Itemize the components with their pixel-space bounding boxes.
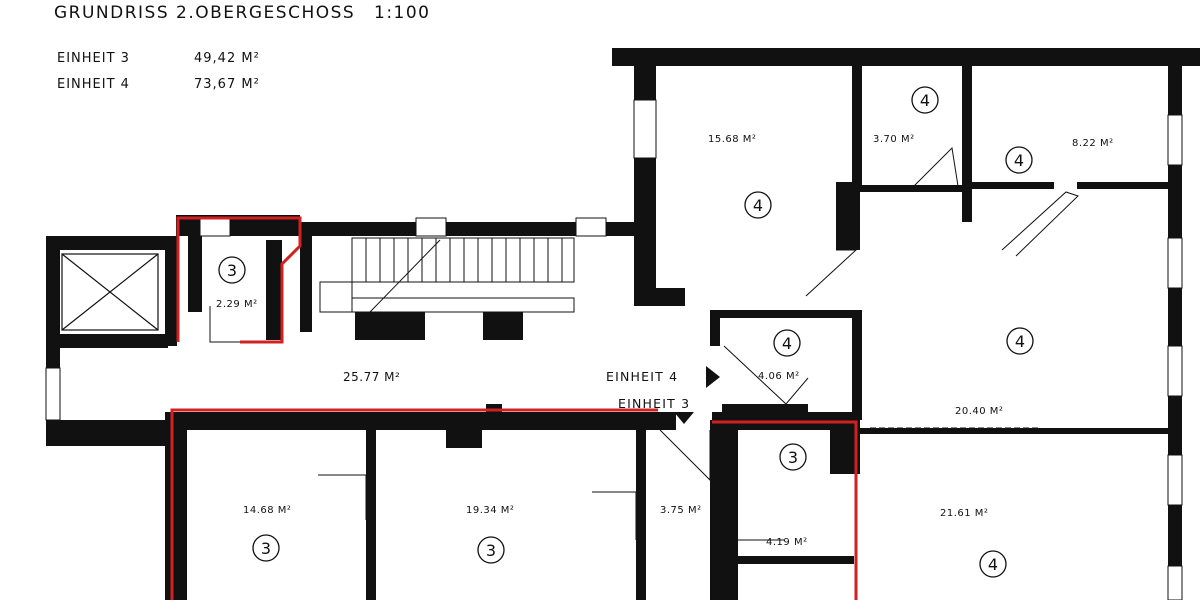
svg-text:4: 4 <box>988 555 998 574</box>
svg-text:3: 3 <box>227 261 237 280</box>
windows <box>45 99 1183 600</box>
svg-text:3: 3 <box>788 448 798 467</box>
elevator-shaft <box>61 253 159 331</box>
unit-marker: 3 <box>779 443 807 471</box>
plan-title: GRUNDRISS 2.OBERGESCHOSS <box>54 3 355 23</box>
legend-unit3-area: 49,42 M² <box>194 51 260 66</box>
doors <box>209 146 1079 541</box>
unit-marker: 4 <box>1005 146 1033 174</box>
unit-marker: 4 <box>979 550 1007 578</box>
room-area: 8.22 M² <box>1072 138 1114 149</box>
unit3-entrance-arrow <box>674 412 694 424</box>
entrance-arrows <box>674 366 720 424</box>
unit-marker: 3 <box>477 536 505 564</box>
room-area: 15.68 M² <box>708 134 756 145</box>
room-area: 21.61 M² <box>940 508 988 519</box>
unit4-entrance-label: EINHEIT 4 <box>606 369 678 384</box>
staircase <box>319 237 575 313</box>
room-area: 2.29 M² <box>216 299 258 310</box>
room-area: 25.77 M² <box>343 370 400 384</box>
unit-marker: 4 <box>911 86 939 114</box>
unit-marker: 3 <box>252 534 280 562</box>
legend-unit4-label: EINHEIT 4 <box>57 77 130 92</box>
svg-text:4: 4 <box>1015 332 1025 351</box>
svg-text:4: 4 <box>1014 151 1024 170</box>
unit-markers: 4 4 4 3 4 4 3 3 3 4 <box>218 86 1034 578</box>
unit3-entrance-label: EINHEIT 3 <box>618 396 690 411</box>
svg-text:3: 3 <box>486 541 496 560</box>
room-area: 3.75 M² <box>660 505 702 516</box>
svg-text:4: 4 <box>920 91 930 110</box>
unit-marker: 4 <box>1006 327 1034 355</box>
unit-marker: 3 <box>218 256 246 284</box>
room-area-labels: 15.68 M² 3.70 M² 8.22 M² 2.29 M² 25.77 M… <box>216 134 1114 548</box>
plan-scale: 1:100 <box>374 3 431 23</box>
room-area: 19.34 M² <box>466 505 514 516</box>
room-area: 3.70 M² <box>873 134 915 145</box>
legend-unit3-label: EINHEIT 3 <box>57 51 130 66</box>
unit3-outline <box>170 216 858 600</box>
unit-marker: 4 <box>773 329 801 357</box>
room-area: 4.06 M² <box>758 371 800 382</box>
room-area: 4.19 M² <box>766 537 808 548</box>
svg-text:4: 4 <box>753 196 763 215</box>
room-area: 20.40 M² <box>955 406 1003 417</box>
room-area: 14.68 M² <box>243 505 291 516</box>
legend-unit4-area: 73,67 M² <box>194 77 260 92</box>
svg-text:4: 4 <box>782 334 792 353</box>
unit-marker: 4 <box>744 191 772 219</box>
unit4-entrance-arrow <box>706 366 720 388</box>
walls <box>46 48 1200 600</box>
svg-text:3: 3 <box>261 539 271 558</box>
